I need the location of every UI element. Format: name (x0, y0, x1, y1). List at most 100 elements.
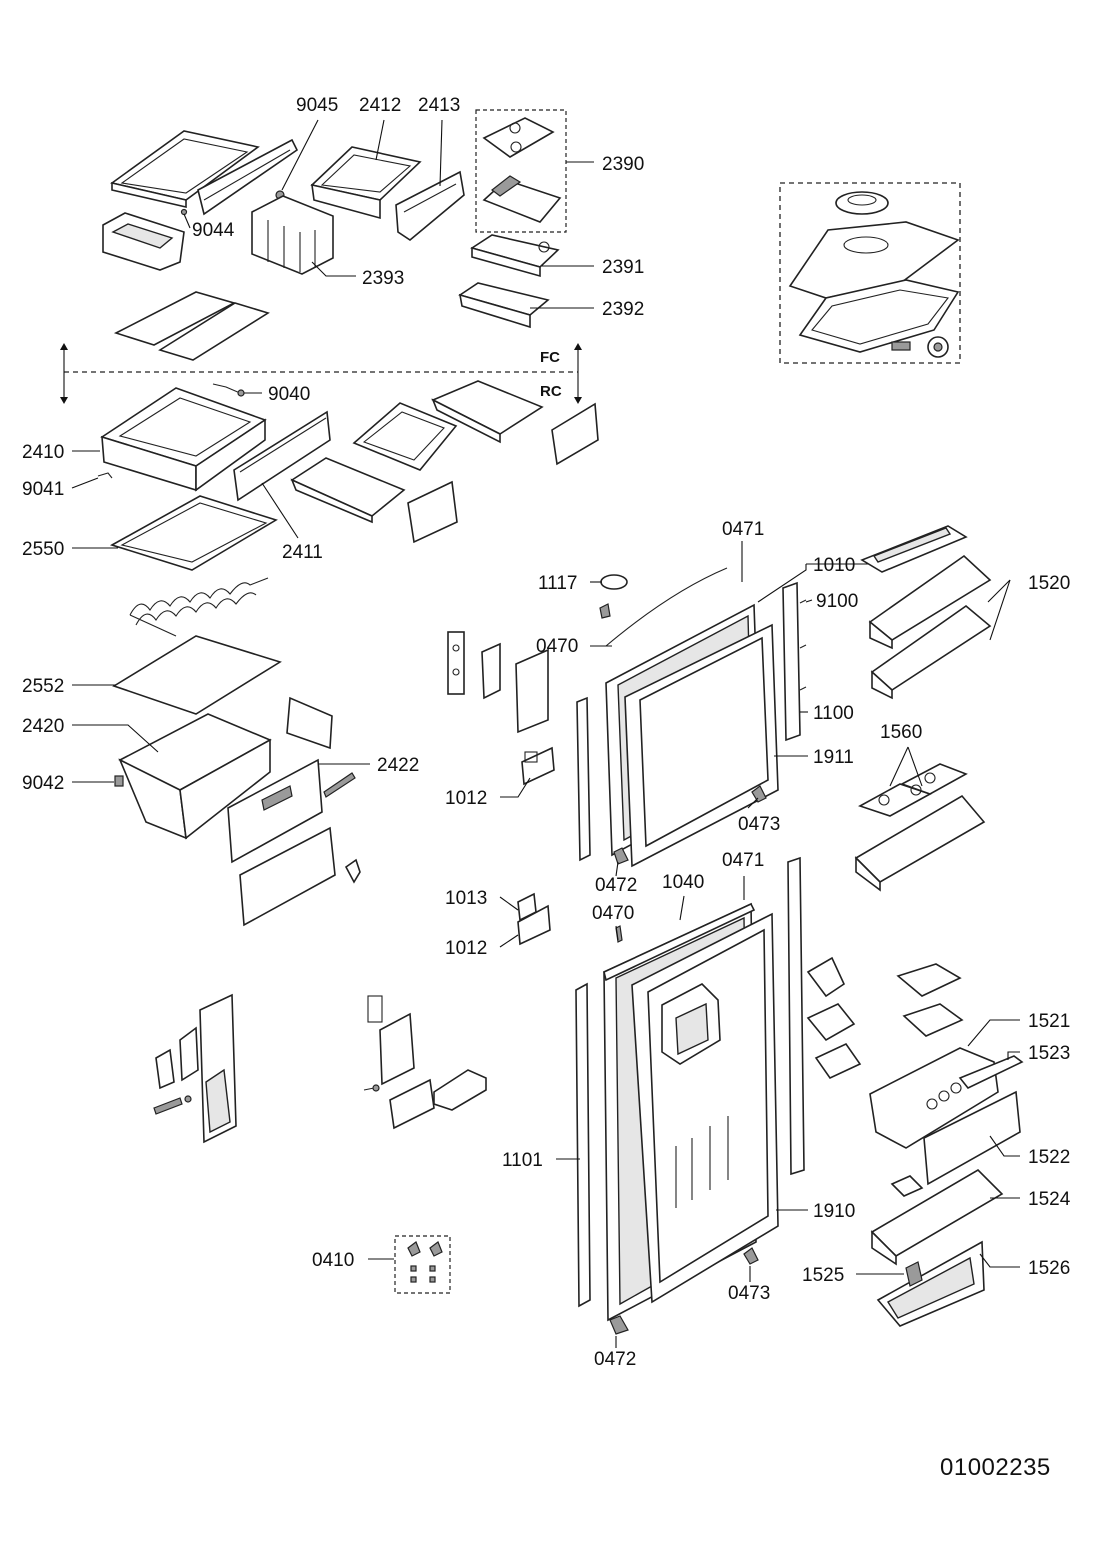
water-tank-cap (835, 191, 889, 215)
zone-label-rc: RC (540, 383, 562, 400)
callout-2550: 2550 (22, 539, 64, 560)
callout-0471-top: 0471 (722, 519, 764, 540)
callout-1101: 1101 (502, 1150, 543, 1171)
icemaker-housing-2393 (251, 195, 334, 275)
freezer-door-0472 (613, 847, 629, 865)
drawer-side-cover-left (407, 480, 458, 544)
hinge-screw (363, 1084, 380, 1092)
callout-1010: 1010 (813, 555, 855, 576)
water-tank-body (798, 279, 960, 353)
fridge-door-flap-1522 (923, 1090, 1021, 1186)
ice-kit-2390-box (475, 109, 567, 233)
ice-kit-tray (482, 175, 562, 223)
freezer-door-stop-0473 (751, 785, 767, 803)
door-stop-bracket (367, 995, 435, 1130)
dispenser-parts (806, 956, 862, 1080)
callout-0470-top: 0470 (536, 636, 578, 657)
callout-1524: 1524 (1028, 1189, 1071, 1210)
callout-1100: 1100 (813, 703, 854, 724)
callout-2412: 2412 (359, 95, 401, 116)
freezer-shelf-glass (110, 130, 260, 209)
drawer-side-cover-right (551, 402, 599, 466)
wine-rack (129, 577, 269, 637)
freezer-door-hinge-parts (481, 642, 549, 734)
callout-2393: 2393 (362, 268, 404, 289)
hinge-small-parts (153, 1095, 192, 1115)
drawer-rail-frame (352, 402, 458, 471)
ice-cube-tray-2391 (470, 234, 560, 278)
fridge-door-top-cap-1040 (603, 902, 756, 982)
callout-0472-top: 0472 (595, 875, 637, 896)
freezer-door-shelf-1010 (860, 525, 968, 573)
zone-label-fc: FC (540, 349, 560, 366)
fridge-door-0472 (609, 1315, 629, 1335)
callout-1526: 1526 (1028, 1258, 1070, 1279)
freezer-side-panel-2413 (395, 170, 465, 241)
ice-kit-lid (482, 117, 555, 158)
freezer-door-side-strip (576, 696, 591, 862)
fridge-door-clip (890, 1175, 924, 1197)
freezer-door-1012-clip (521, 746, 555, 786)
drawer-front-panel-2411 (233, 410, 331, 502)
water-tank-valve (891, 336, 949, 358)
small-drawer-right (431, 380, 544, 444)
hinge-channel-long (199, 993, 237, 1144)
freezer-screws-9100 (799, 599, 807, 691)
ice-bin-2392 (458, 282, 550, 329)
callout-2390: 2390 (602, 154, 644, 175)
callout-1521: 1521 (1028, 1011, 1070, 1032)
handle-cap (433, 1069, 487, 1111)
water-tank-assembly-box (779, 182, 961, 364)
freezer-flaps (113, 291, 270, 361)
callout-9045: 9045 (296, 95, 338, 116)
part-9041-pin (97, 472, 113, 479)
fridge-door-bin-1526 (876, 1240, 985, 1327)
callout-2552: 2552 (22, 676, 64, 697)
crisper-clip (344, 858, 361, 884)
freezer-door-bin-upper (868, 554, 992, 650)
callout-1522: 1522 (1028, 1147, 1070, 1168)
freezer-door-hinge-pin (599, 603, 611, 619)
fridge-door-strip-1101 (575, 982, 591, 1308)
hardware-kit-0410-box (394, 1235, 451, 1294)
callout-2411: 2411 (282, 542, 323, 563)
divider-arrows (60, 343, 582, 404)
freezer-door-hinge-bracket (447, 631, 465, 695)
callout-1012-top: 1012 (445, 788, 487, 809)
part-9040-clip (212, 383, 245, 397)
fridge-door-dispenser (661, 983, 721, 1065)
humidity-flap (286, 696, 333, 750)
callout-1013: 1013 (445, 888, 487, 909)
crisper-cover-grille (323, 772, 356, 798)
callout-0410: 0410 (312, 1250, 354, 1271)
document-id: 01002235 (940, 1454, 1051, 1481)
freezer-door-gasket-1911 (624, 623, 779, 868)
callout-2392: 2392 (602, 299, 644, 320)
fridge-door-strip-right (787, 856, 805, 1176)
chiller-drawer-2410 (100, 387, 267, 492)
glass-shelf-2550 (109, 495, 278, 571)
callout-9042: 9042 (22, 773, 64, 794)
fridge-door-part-1525 (905, 1261, 923, 1287)
part-9042-clip (114, 775, 124, 787)
crisper-cover-2422 (227, 758, 323, 864)
freezer-door-strip-1100 (782, 581, 801, 742)
callout-2422: 2422 (377, 755, 419, 776)
freezer-door-bin-lower (870, 604, 992, 700)
callout-0472-bottom: 0472 (594, 1349, 636, 1370)
callout-2410: 2410 (22, 442, 64, 463)
crisper-bin-2420 (118, 713, 272, 840)
fridge-door-1013-1012 (517, 892, 551, 946)
callout-2420: 2420 (22, 716, 64, 737)
egg-trays-1560 (858, 763, 968, 817)
fridge-door-egg-rail-1523 (958, 1055, 1024, 1089)
callout-1560: 1560 (880, 722, 922, 743)
callout-1910: 1910 (813, 1201, 855, 1222)
freezer-shelf-front-rail (197, 138, 299, 216)
ice-tray-unit-left (102, 212, 185, 271)
crisper-front-panel (239, 826, 336, 927)
fridge-door-bin-1524 (870, 1168, 1004, 1266)
callout-1523: 1523 (1028, 1043, 1070, 1064)
callout-2391: 2391 (602, 257, 644, 278)
